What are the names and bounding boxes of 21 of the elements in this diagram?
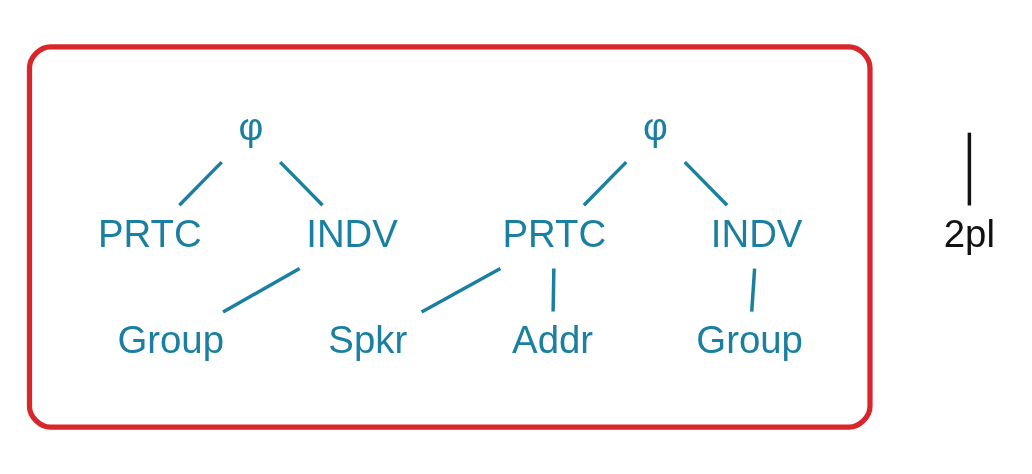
connector [582,160,628,207]
connector [683,160,729,207]
connector [551,268,556,312]
node-text: INDV [710,211,803,255]
node-text: φ [238,105,264,149]
node-text: PRTC [97,211,202,255]
node-text: PRTC [502,211,607,255]
node-text: Group [117,318,225,362]
connector [222,267,301,314]
node-text: Addr [512,318,594,362]
connector [278,160,324,207]
connector [967,132,972,206]
connector [178,160,223,207]
node-text: Spkr [328,318,408,362]
node-text: INDV [306,211,398,255]
cluster [26,44,873,430]
connector [749,268,757,312]
node-text: Group [696,318,803,362]
node-text: φ [643,105,668,149]
connector [420,267,502,314]
node-text: 2pl [943,211,995,255]
